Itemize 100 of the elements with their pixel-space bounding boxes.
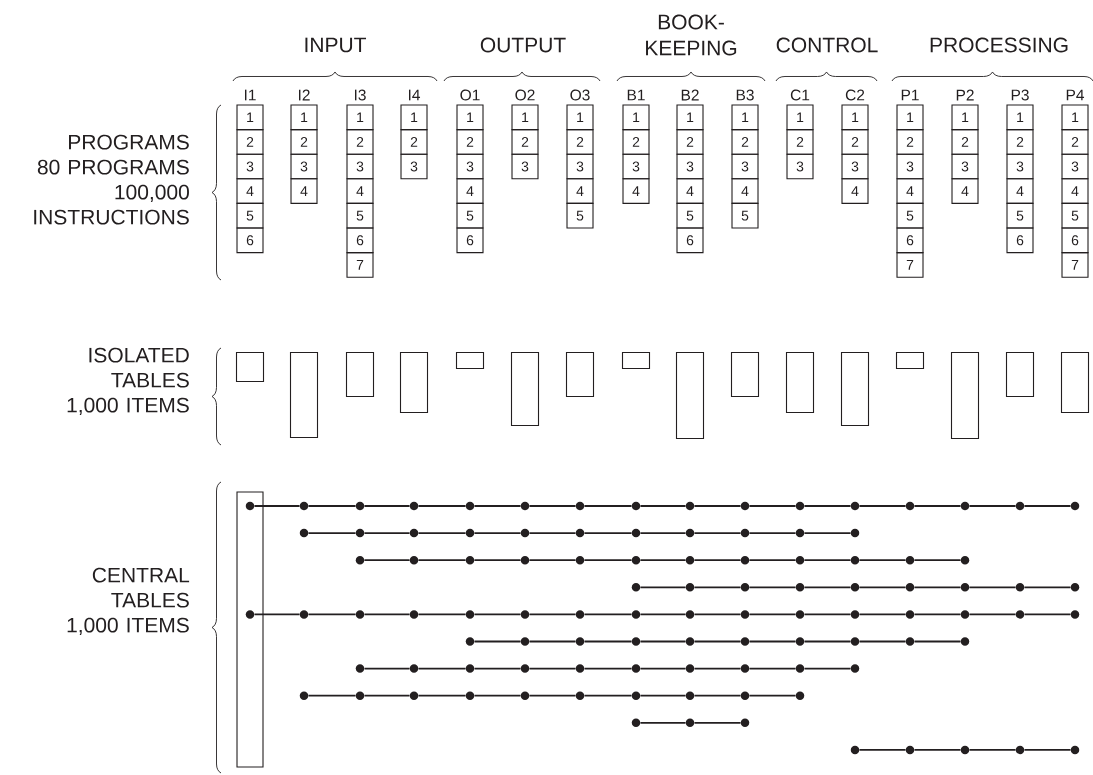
connector-line [528, 559, 577, 562]
connector-line [1023, 505, 1072, 507]
column-heading: P3 [1011, 89, 1029, 101]
program-box: 6 [676, 227, 704, 254]
group-heading: BOOK- KEEPING [646, 14, 737, 56]
connector-line [639, 721, 687, 724]
program-box: 1 [400, 104, 428, 131]
program-box: 5 [456, 202, 484, 229]
connector-line [528, 667, 577, 670]
program-box: 3 [236, 153, 264, 180]
connector-line [363, 694, 411, 697]
connector-line [417, 559, 467, 562]
connector-line [803, 640, 852, 643]
column-heading: B2 [681, 89, 699, 101]
connector-line [748, 505, 797, 507]
row-label: ISOLATED TABLES [89, 347, 189, 388]
table-box [785, 352, 815, 414]
program-box: 1 [456, 104, 484, 131]
row-label: 1,000 ITEMS [67, 617, 189, 636]
program-box: 1 [786, 104, 814, 131]
connector-line [858, 505, 907, 507]
program-box: 1 [622, 104, 650, 131]
connector-line [858, 640, 907, 643]
table-box [675, 352, 705, 440]
table-box [1060, 352, 1090, 414]
table-box [455, 352, 485, 370]
connector-line [1023, 586, 1072, 589]
connector-line [417, 505, 467, 507]
program-box: 4 [896, 178, 924, 204]
connector-line [913, 640, 962, 643]
connector-line [363, 505, 411, 507]
connector-line [913, 613, 962, 616]
connector-line [473, 532, 522, 534]
program-box: 3 [1006, 153, 1034, 180]
program-box: 2 [896, 129, 924, 155]
program-box: 1 [290, 104, 318, 131]
group-heading: INPUT [305, 37, 366, 53]
connector-line [1023, 613, 1072, 616]
column-heading: B3 [736, 89, 754, 101]
program-box: 2 [841, 129, 869, 155]
program-box: 4 [676, 178, 704, 204]
connector-line [473, 613, 522, 616]
connector-line [583, 613, 633, 616]
program-box: 6 [1006, 227, 1034, 254]
column-heading: I3 [354, 89, 366, 101]
connector-line [307, 613, 357, 616]
program-box: 5 [236, 202, 264, 229]
row-label: CENTRAL TABLES [92, 567, 190, 608]
program-box: 1 [566, 104, 594, 131]
program-box: 3 [786, 153, 814, 180]
program-box: 3 [622, 153, 650, 180]
connector-line [693, 586, 742, 589]
connector-line [803, 667, 852, 670]
connector-line [528, 640, 577, 643]
program-box: 5 [1006, 202, 1034, 229]
connector-line [583, 640, 633, 643]
program-box: 2 [511, 129, 539, 155]
connector-line [913, 559, 962, 562]
connector-line [803, 559, 852, 562]
program-box: 3 [731, 153, 759, 180]
connector-line [748, 586, 797, 589]
program-box: 1 [951, 104, 979, 131]
program-box: 5 [1061, 202, 1089, 229]
program-box: 2 [346, 129, 374, 155]
program-box: 2 [566, 129, 594, 155]
table-box [345, 352, 375, 398]
column-heading: P2 [956, 89, 974, 101]
row-label: 80 PROGRAMS [37, 159, 189, 175]
program-box: 4 [622, 178, 650, 204]
connector-line [307, 505, 357, 507]
program-box: 6 [346, 227, 374, 254]
column-heading: P1 [901, 89, 919, 101]
program-box: 7 [1061, 252, 1089, 278]
table-box [621, 352, 651, 370]
program-box: 3 [951, 153, 979, 180]
connector-line [307, 694, 357, 697]
row-label: 1,000 ITEMS [67, 397, 189, 416]
connector-line [363, 613, 411, 616]
program-box: 2 [400, 129, 428, 155]
column-heading: C2 [845, 89, 865, 101]
connector-line [968, 749, 1017, 751]
program-box: 1 [1061, 104, 1089, 131]
program-box: 4 [731, 178, 759, 204]
connector-line [363, 667, 411, 670]
column-heading: B1 [627, 89, 645, 101]
connector-line [583, 694, 633, 697]
connector-line [473, 505, 522, 507]
table-box [895, 352, 925, 370]
connector-line [253, 613, 301, 616]
table-box [950, 352, 980, 440]
program-box: 3 [841, 153, 869, 180]
connector-line [639, 559, 687, 562]
program-box: 2 [951, 129, 979, 155]
connector-line [1023, 749, 1072, 751]
column-heading: I1 [244, 89, 256, 101]
column-heading: P4 [1066, 89, 1085, 101]
connector-line [253, 505, 301, 507]
program-box: 5 [731, 202, 759, 229]
connector-line [528, 505, 577, 507]
program-box: 4 [456, 178, 484, 204]
